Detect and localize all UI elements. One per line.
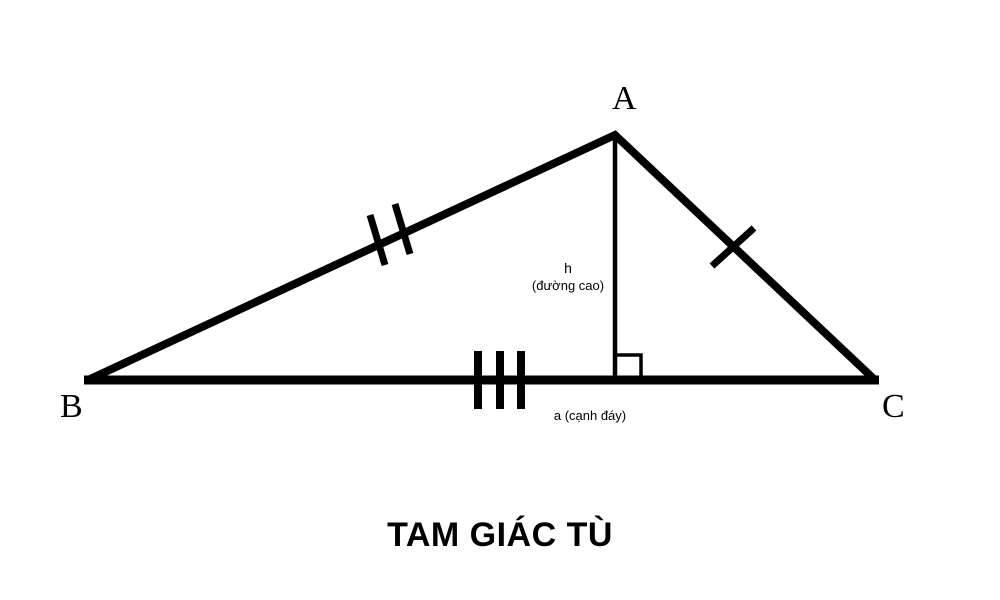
base-label: a (cạnh đáy): [553, 408, 627, 423]
triangle-sides-path: [86, 130, 878, 384]
side-ac-tick-marks: [709, 225, 757, 269]
altitude-symbol: h: [564, 260, 572, 276]
vertex-label-a: A: [612, 80, 637, 117]
side-ab-tick-marks: [366, 202, 414, 267]
right-angle-marker: [617, 353, 643, 378]
vertex-label-b: B: [60, 388, 83, 425]
altitude-label: h (đường cao): [508, 260, 628, 294]
vertex-label-c: C: [882, 388, 905, 425]
altitude-description: (đường cao): [531, 277, 605, 293]
diagram-title: TAM GIÁC TÙ: [387, 516, 613, 554]
side-bc-tick-marks: [474, 351, 525, 409]
